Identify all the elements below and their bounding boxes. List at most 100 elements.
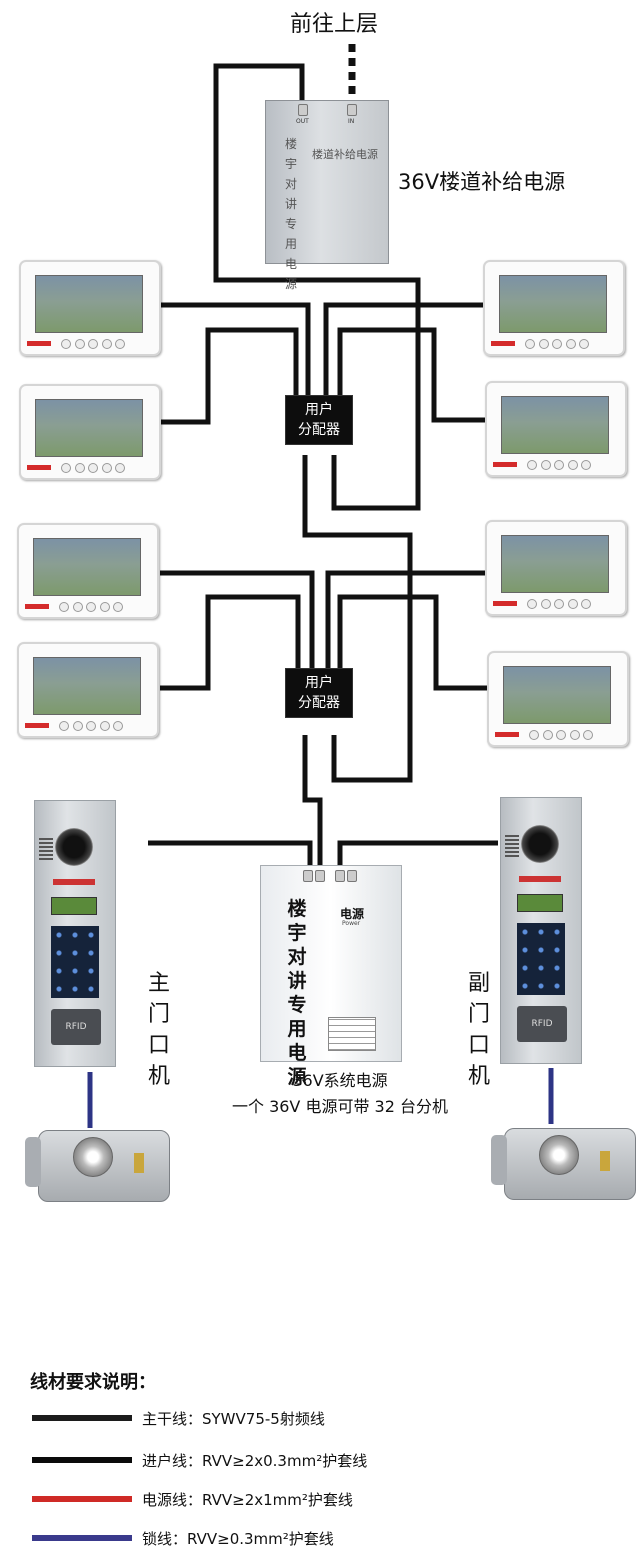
supp-box-vertical-text: 楼宇对讲专用电源: [284, 137, 297, 291]
lock-wing: [25, 1137, 41, 1187]
sub-door-label: 副门口机: [467, 971, 490, 1089]
keypad: [51, 926, 99, 998]
house-wire: [160, 327, 299, 425]
house-wire: [337, 594, 488, 691]
monitor-screen: [501, 535, 609, 593]
house-wire: [160, 570, 315, 668]
house-wire: [323, 302, 484, 395]
supplementary-power-box: [265, 100, 389, 264]
monitor-buttons: [59, 602, 123, 612]
indoor-monitor: [483, 260, 625, 356]
rfid-reader: RFID: [51, 1009, 101, 1045]
lock-wires: [87, 1068, 554, 1128]
legend-swatch: [32, 1457, 132, 1463]
user-splitter-upper: 用户 分配器: [285, 395, 353, 445]
legend-label: 锁线：RVV≥0.3mm²护套线: [142, 1530, 334, 1548]
door-wire-main: [148, 840, 313, 875]
door-lcd: [51, 897, 97, 915]
legend-label: 电源线：RVV≥2x1mm²护套线: [142, 1491, 353, 1509]
rfid-reader: RFID: [517, 1006, 567, 1042]
brand-logo: [519, 876, 561, 882]
power-port-icon: [315, 870, 325, 882]
in-port-label: IN: [348, 118, 355, 125]
legend-label: 主干线：SYWV75-5射频线: [142, 1410, 325, 1428]
speaker-grill-icon: [39, 836, 53, 860]
legend-swatch: [32, 1535, 132, 1541]
brand-logo: [27, 341, 51, 346]
monitor-buttons: [527, 460, 591, 470]
monitor-buttons: [527, 599, 591, 609]
camera-icon: [521, 825, 559, 863]
system-power-brand: 电源: [340, 907, 365, 921]
system-power-capacity: 一个 36V 电源可带 32 台分机: [231, 1097, 448, 1116]
system-power-brand-sub: Power: [342, 920, 361, 927]
power-port-icon: [303, 870, 313, 882]
legend-row: 电源线：RVV≥2x1mm²护套线: [32, 1489, 632, 1509]
lock-latch: [600, 1151, 610, 1171]
indoor-monitor: [17, 523, 159, 619]
brand-logo: [495, 732, 519, 737]
brand-logo: [25, 604, 49, 609]
in-port-icon: [347, 104, 357, 116]
monitor-buttons: [59, 721, 123, 731]
brand-logo: [53, 879, 95, 885]
user-splitter-lower: 用户 分配器: [285, 668, 353, 718]
camera-icon: [55, 828, 93, 866]
trunk-wire: [213, 63, 421, 511]
legend-row: 进户线：RVV≥2x0.3mm²护套线: [32, 1450, 632, 1470]
monitor-screen: [35, 399, 143, 457]
brand-logo: [25, 723, 49, 728]
upper-floor-label: 前往上层: [290, 12, 379, 37]
monitor-screen: [501, 396, 609, 454]
main-door-label: 主门口机: [147, 971, 170, 1089]
power-port-icon: [347, 870, 357, 882]
indoor-monitor: [485, 520, 627, 616]
speaker-grill-icon: [505, 833, 519, 857]
door-lcd: [517, 894, 563, 912]
trunk-wire-3: [302, 735, 323, 875]
house-wire: [160, 594, 301, 691]
out-port-label: OUT: [296, 118, 309, 125]
lock-latch: [134, 1153, 144, 1173]
main-door-panel: RFID: [34, 800, 116, 1067]
supplementary-power-label: 36V楼道补给电源: [398, 170, 566, 194]
power-port-icon: [335, 870, 345, 882]
house-wire: [337, 327, 486, 423]
brand-logo: [493, 601, 517, 606]
indoor-monitor: [17, 642, 159, 738]
rating-plate: [328, 1017, 376, 1051]
brand-logo: [493, 462, 517, 467]
monitor-buttons: [525, 339, 589, 349]
legend-row: 锁线：RVV≥0.3mm²护套线: [32, 1528, 632, 1548]
monitor-screen: [33, 538, 141, 596]
monitor-screen: [33, 657, 141, 715]
monitor-screen: [503, 666, 611, 724]
indoor-monitor: [19, 260, 161, 356]
monitor-screen: [35, 275, 143, 333]
indoor-monitor: [487, 651, 629, 747]
house-wire: [325, 570, 486, 668]
legend-swatch: [32, 1415, 132, 1421]
electric-lock-sub: [491, 1128, 636, 1200]
monitor-buttons: [529, 730, 593, 740]
legend-row: 主干线：SYWV75-5射频线: [32, 1408, 632, 1428]
legend-label: 进户线：RVV≥2x0.3mm²护套线: [142, 1452, 368, 1470]
sub-door-panel: RFID: [500, 797, 582, 1064]
lock-cylinder-icon: [73, 1137, 113, 1177]
brand-logo: [491, 341, 515, 346]
legend-swatch: [32, 1496, 132, 1502]
brand-logo: [27, 465, 51, 470]
legend-title: 线材要求说明：: [30, 1372, 156, 1393]
monitor-screen: [499, 275, 607, 333]
electric-lock-main: [25, 1130, 170, 1202]
keypad: [517, 923, 565, 995]
indoor-monitor: [19, 384, 161, 480]
monitor-buttons: [61, 463, 125, 473]
indoor-monitor: [485, 381, 627, 477]
lock-wing: [491, 1135, 507, 1185]
house-wire: [160, 302, 311, 395]
lock-cylinder-icon: [539, 1135, 579, 1175]
wires: [148, 44, 498, 875]
out-port-icon: [298, 104, 308, 116]
